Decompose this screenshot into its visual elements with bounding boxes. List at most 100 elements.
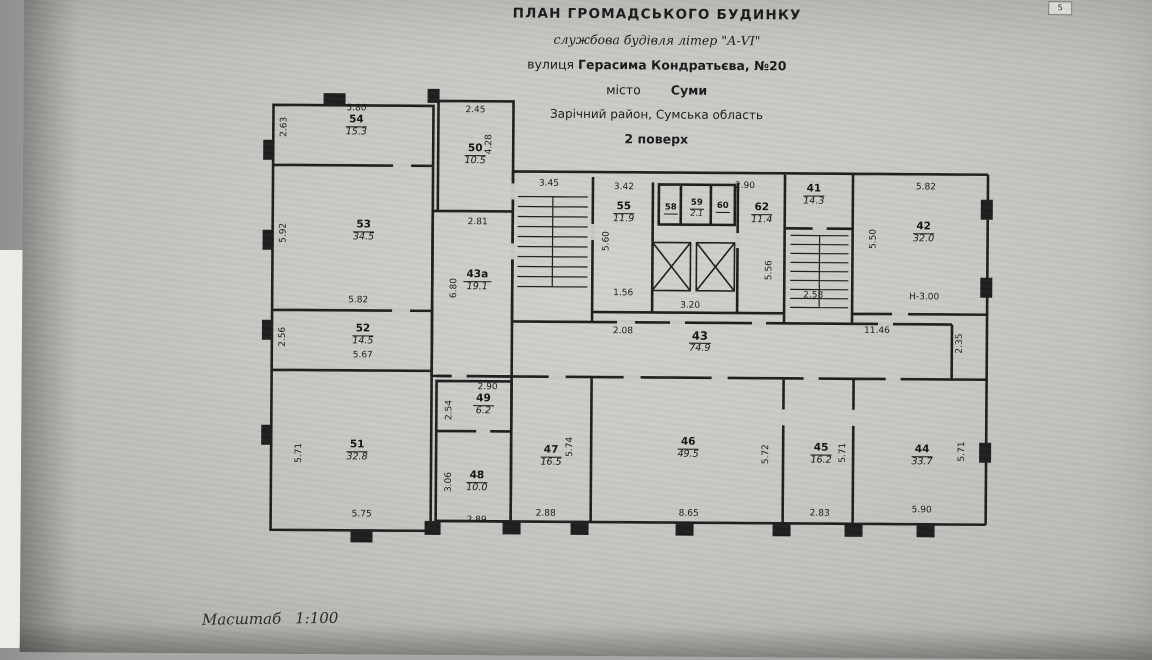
room-number: 45 (810, 442, 832, 456)
scanned-floor-plan-sheet: 5 ПЛАН ГРОМАДСЬКОГО БУДИНКУ службова буд… (19, 0, 1152, 660)
dimension-label: 5.71 (294, 442, 305, 464)
room-number: 50 (464, 142, 486, 157)
room-area: 14.3 (803, 195, 825, 207)
room-number: 43 (688, 329, 711, 344)
room-area: 11.4 (751, 213, 773, 226)
dimension-label: 6.80 (449, 277, 460, 299)
dimension-label: 5.74 (565, 436, 576, 457)
dimension-label: 5.72 (761, 444, 772, 465)
dimension-label: 5.80 (346, 103, 367, 114)
dimension-label: 5.56 (764, 260, 775, 281)
scale-note: Масштаб 1:100 (202, 609, 339, 629)
dimension-label: 2.58 (803, 290, 824, 301)
room-number: 41 (803, 182, 825, 197)
dimension-label: 5.92 (278, 222, 289, 243)
room-number: 51 (346, 438, 368, 453)
room-label-60: 60 (715, 194, 730, 213)
dimension-label: 2.88 (535, 508, 556, 519)
room-number: 62 (751, 201, 773, 216)
dimension-label: 1.56 (613, 288, 634, 299)
dimension-label: 5.67 (352, 350, 373, 361)
dimension-label: 5.75 (351, 509, 372, 520)
floor-plan-drawing (261, 88, 993, 543)
room-area: 2.1 (690, 208, 704, 218)
room-number: 47 (540, 444, 562, 458)
dimension-label: 5.71 (838, 442, 849, 463)
dimension-label: 5.60 (601, 231, 612, 252)
room-number: 42 (913, 220, 935, 235)
room-number: 46 (677, 436, 699, 450)
room-area: 10.5 (464, 154, 486, 167)
dimension-label: 3.20 (680, 300, 701, 311)
dimension-label: 5.82 (915, 182, 937, 193)
room-label-58: 58 (663, 195, 678, 215)
dimension-label: 2.83 (809, 508, 830, 519)
dimension-label: 2.90 (734, 180, 756, 192)
dimension-label: 3.42 (613, 182, 635, 193)
room-area: 74.9 (689, 342, 711, 354)
dimension-label: 5.82 (348, 295, 369, 306)
room-number: 44 (911, 443, 933, 458)
room-number: 59 (689, 197, 704, 210)
dimension-label: 3.06 (443, 471, 454, 493)
room-number: 48 (466, 469, 488, 484)
dimension-label: 8.65 (678, 508, 699, 519)
dimension-label: 2.81 (467, 217, 488, 228)
dimension-label: 2.35 (954, 333, 965, 354)
room-area: 15.3 (345, 126, 367, 138)
room-number: 49 (473, 392, 494, 407)
room-number: 54 (346, 113, 367, 128)
room-number: 52 (352, 322, 374, 337)
dimension-label: Н-3.00 (909, 292, 940, 303)
door-openings (392, 163, 909, 434)
room-number: 43а (463, 268, 492, 283)
dimension-label: 2.45 (465, 105, 486, 116)
scale-label: Масштаб (201, 609, 282, 629)
dimension-label: 2.89 (466, 515, 487, 526)
dimension-label: 2.08 (612, 326, 634, 337)
scale-value: 1:100 (295, 608, 339, 628)
room-area: 10.0 (466, 481, 488, 494)
room-area: 32.8 (346, 451, 368, 463)
dimension-label: 2.63 (279, 116, 290, 137)
dimension-label: 3.45 (538, 178, 560, 189)
room-area: 14.5 (352, 335, 374, 347)
dimension-label: 2.54 (444, 399, 455, 421)
room-area: 19.1 (466, 280, 488, 293)
room-area: 34.5 (352, 231, 375, 243)
room-area: 6.2 (475, 404, 491, 417)
room-number: 60 (715, 200, 730, 213)
room-area: 16.2 (810, 454, 832, 466)
dimension-label: 5.50 (868, 228, 879, 250)
wall-pilasters (261, 88, 993, 543)
dimension-label: 5.71 (957, 441, 968, 462)
room-area: 16.5 (540, 456, 562, 468)
room-number: 55 (613, 200, 635, 215)
room-area: 11.9 (613, 212, 635, 225)
dimension-label: 5.90 (911, 505, 932, 516)
room-number: 53 (353, 218, 375, 233)
dimension-label: 11.46 (864, 325, 890, 337)
room-area: 33.7 (911, 455, 933, 468)
dimension-label: 2.56 (277, 326, 288, 347)
room-number: 58 (663, 202, 678, 215)
dimension-label: 4.28 (484, 134, 495, 155)
room-area: 49.5 (677, 448, 699, 460)
room-area: 32.0 (912, 232, 935, 245)
